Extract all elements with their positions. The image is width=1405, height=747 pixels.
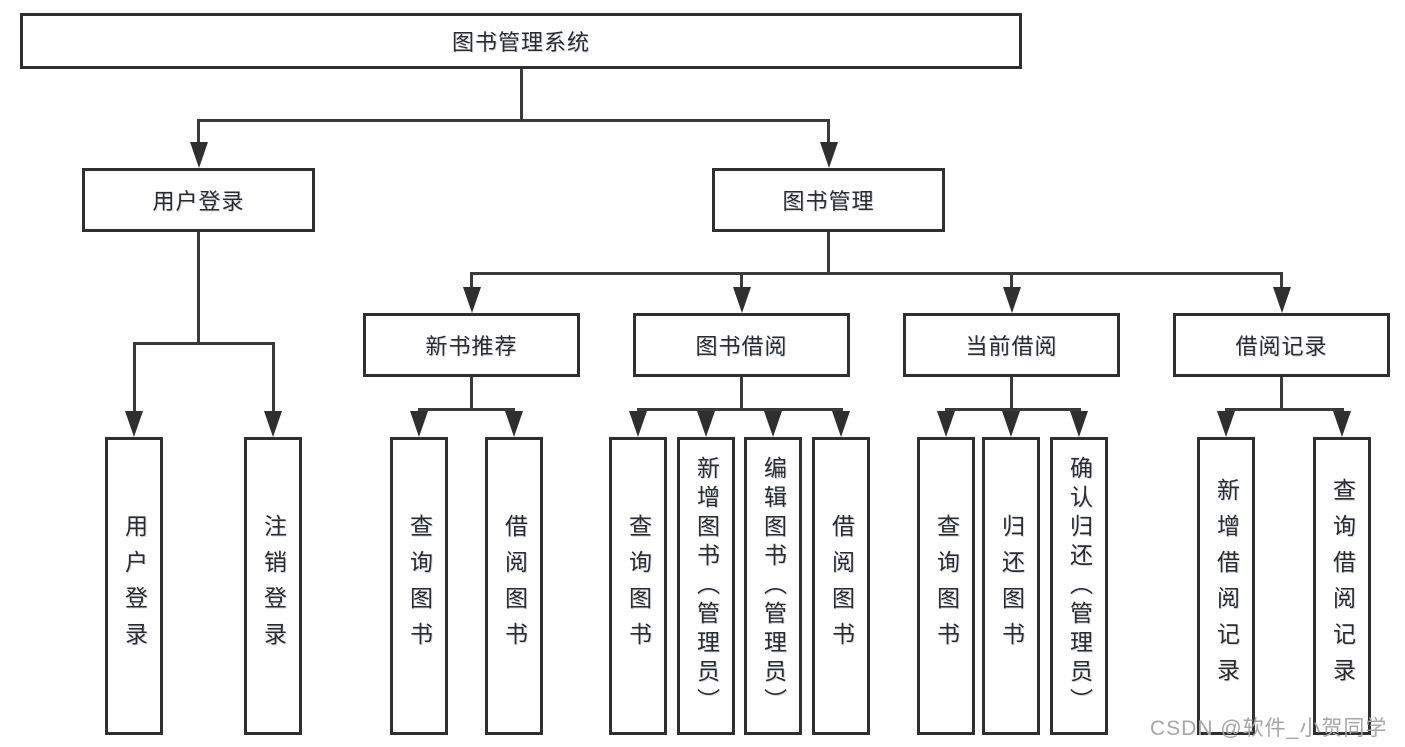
arrowhead-bb-borrow-books bbox=[832, 411, 850, 437]
arrowhead-bb-add-books bbox=[697, 411, 715, 437]
arrowhead-br-add-record bbox=[1217, 411, 1235, 437]
connector-root-drop-right bbox=[827, 119, 830, 144]
leaf-nb-borrow-books-label: 借阅图书 bbox=[501, 514, 528, 658]
leaf-logout: 注销登录 bbox=[244, 437, 302, 735]
leaf-cb-return-books: 归还图书 bbox=[982, 437, 1040, 735]
arrowhead-cb-query-books bbox=[937, 411, 955, 437]
arrowhead-bb-edit-books bbox=[764, 411, 782, 437]
node-root-library-system: 图书管理系统 bbox=[20, 13, 1022, 69]
node-new-book-recommend: 新书推荐 bbox=[363, 313, 580, 377]
node-book-management: 图书管理 bbox=[712, 168, 945, 232]
connector-userlogin-bar bbox=[133, 342, 275, 345]
connector-bb-bar bbox=[637, 408, 842, 411]
leaf-cb-return-books-label: 归还图书 bbox=[998, 514, 1025, 658]
connector-br-bar bbox=[1225, 408, 1343, 411]
leaf-cb-confirm-return-label: 确认归还（管理员） bbox=[1066, 455, 1093, 717]
connector-bookmgmt-stem bbox=[827, 232, 830, 275]
leaf-user-login: 用户登录 bbox=[105, 437, 163, 735]
node-current-borrow: 当前借阅 bbox=[903, 313, 1120, 377]
leaf-bb-query-books-label: 查询图书 bbox=[625, 514, 652, 658]
connector-bookmgmt-drop-1 bbox=[470, 272, 473, 290]
arrowhead-borrow-record bbox=[1273, 287, 1291, 313]
leaf-cb-query-books: 查询图书 bbox=[917, 437, 975, 735]
node-user-login: 用户登录 bbox=[82, 168, 315, 232]
arrowhead-book-borrow bbox=[733, 287, 751, 313]
connector-nb-bar bbox=[418, 408, 515, 411]
leaf-bb-borrow-books: 借阅图书 bbox=[812, 437, 870, 735]
arrowhead-new-book-recommend bbox=[463, 287, 481, 313]
node-borrow-record: 借阅记录 bbox=[1173, 313, 1390, 377]
leaf-nb-borrow-books: 借阅图书 bbox=[485, 437, 543, 735]
connector-userlogin-stem bbox=[197, 232, 200, 345]
arrowhead-br-query-record bbox=[1333, 411, 1351, 437]
csdn-watermark: CSDN @软件_小贺同学 bbox=[1150, 717, 1388, 740]
leaf-bb-borrow-books-label: 借阅图书 bbox=[828, 514, 855, 658]
connector-cb-stem bbox=[1010, 377, 1013, 411]
leaf-bb-add-books: 新增图书（管理员） bbox=[677, 437, 735, 735]
connector-root-stem bbox=[520, 69, 523, 119]
connector-userlogin-drop-1 bbox=[133, 342, 136, 413]
connector-bookmgmt-drop-2 bbox=[740, 272, 743, 290]
arrowhead-current-borrow bbox=[1003, 287, 1021, 313]
arrowhead-cb-confirm-return bbox=[1070, 411, 1088, 437]
leaf-bb-edit-books: 编辑图书（管理员） bbox=[744, 437, 802, 735]
connector-bb-stem bbox=[740, 377, 743, 411]
arrowhead-cb-return-books bbox=[1002, 411, 1020, 437]
leaf-br-query-record-label: 查询借阅记录 bbox=[1329, 478, 1356, 694]
connector-br-stem bbox=[1280, 377, 1283, 411]
arrowhead-nb-borrow-books bbox=[505, 411, 523, 437]
connector-nb-stem bbox=[470, 377, 473, 411]
arrowhead-nb-query-books bbox=[410, 411, 428, 437]
leaf-nb-query-books: 查询图书 bbox=[390, 437, 448, 735]
leaf-cb-query-books-label: 查询图书 bbox=[933, 514, 960, 658]
connector-bookmgmt-drop-3 bbox=[1010, 272, 1013, 290]
connector-root-bar bbox=[197, 119, 830, 122]
leaf-bb-edit-books-label: 编辑图书（管理员） bbox=[760, 455, 787, 717]
leaf-logout-label: 注销登录 bbox=[260, 514, 287, 658]
leaf-br-add-record: 新增借阅记录 bbox=[1197, 437, 1255, 735]
leaf-cb-confirm-return: 确认归还（管理员） bbox=[1050, 437, 1108, 735]
connector-bookmgmt-bar bbox=[470, 272, 1282, 275]
arrowhead-book-management bbox=[820, 142, 838, 168]
leaf-nb-query-books-label: 查询图书 bbox=[406, 514, 433, 658]
arrowhead-bb-query-books bbox=[629, 411, 647, 437]
leaf-bb-add-books-label: 新增图书（管理员） bbox=[693, 455, 720, 717]
leaf-br-add-record-label: 新增借阅记录 bbox=[1213, 478, 1240, 694]
leaf-bb-query-books: 查询图书 bbox=[609, 437, 667, 735]
leaf-br-query-record: 查询借阅记录 bbox=[1313, 437, 1371, 735]
arrowhead-logout bbox=[264, 411, 282, 437]
node-book-borrow: 图书借阅 bbox=[633, 313, 850, 377]
leaf-user-login-label: 用户登录 bbox=[121, 514, 148, 658]
connector-root-drop-left bbox=[197, 119, 200, 144]
connector-bookmgmt-drop-4 bbox=[1280, 272, 1283, 290]
arrowhead-user-login-leaf bbox=[125, 411, 143, 437]
connector-userlogin-drop-2 bbox=[272, 342, 275, 413]
arrowhead-user-login bbox=[190, 142, 208, 168]
